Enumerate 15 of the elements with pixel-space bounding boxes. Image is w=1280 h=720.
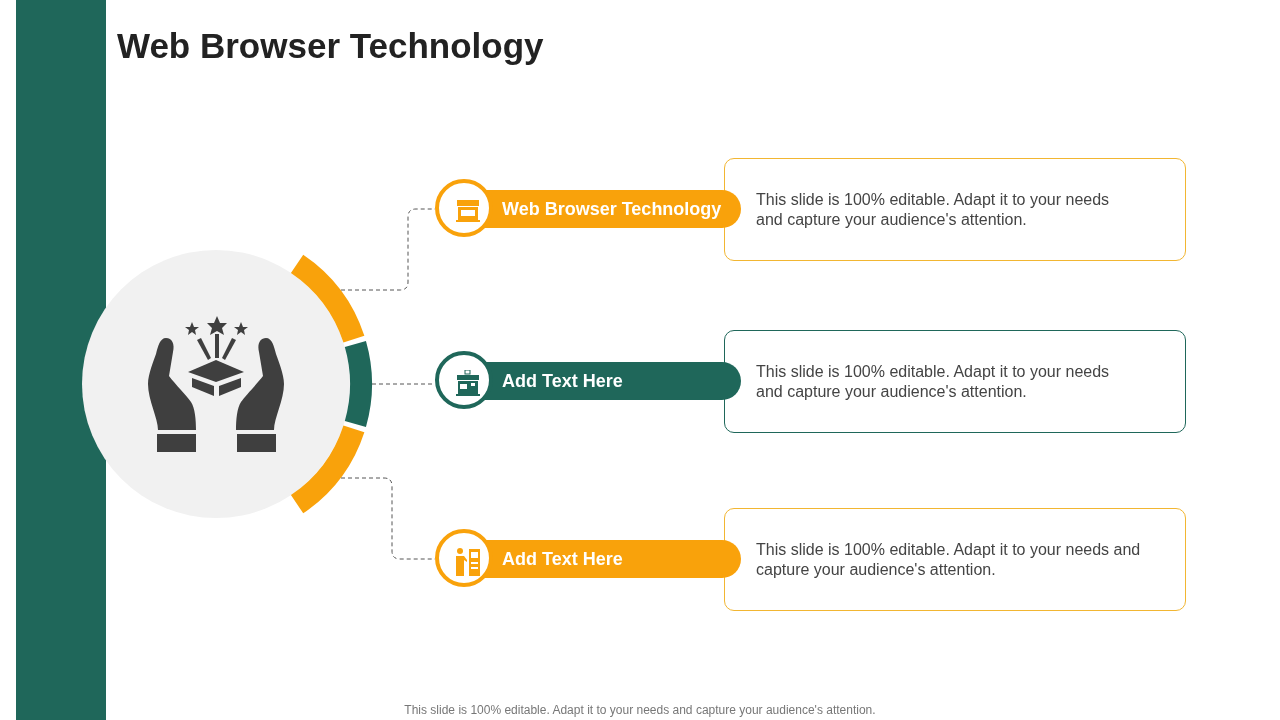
description-box bbox=[724, 330, 1186, 433]
pill-title: Web Browser Technology bbox=[502, 197, 722, 221]
pill-title: Add Text Here bbox=[502, 369, 623, 393]
pill-title: Add Text Here bbox=[502, 547, 623, 571]
description-box bbox=[724, 508, 1186, 611]
ring-segment bbox=[290, 255, 365, 344]
ring-segment bbox=[290, 424, 365, 513]
description-text: This slide is 100% editable. Adapt it to your needs and capture your audience's attention. bbox=[756, 362, 1111, 402]
footnote: This slide is 100% editable. Adapt it to your needs and capture your audience's attention. bbox=[403, 702, 877, 719]
description-text: This slide is 100% editable. Adapt it to your needs and capture your audience's attention. bbox=[756, 190, 1111, 230]
side-band bbox=[16, 0, 106, 720]
slide-title: Web Browser Technology bbox=[117, 25, 544, 67]
description-text: This slide is 100% editable. Adapt it to your needs and capture your audience's attention. bbox=[756, 540, 1142, 580]
description-box bbox=[724, 158, 1186, 261]
ring-segment bbox=[344, 341, 372, 427]
